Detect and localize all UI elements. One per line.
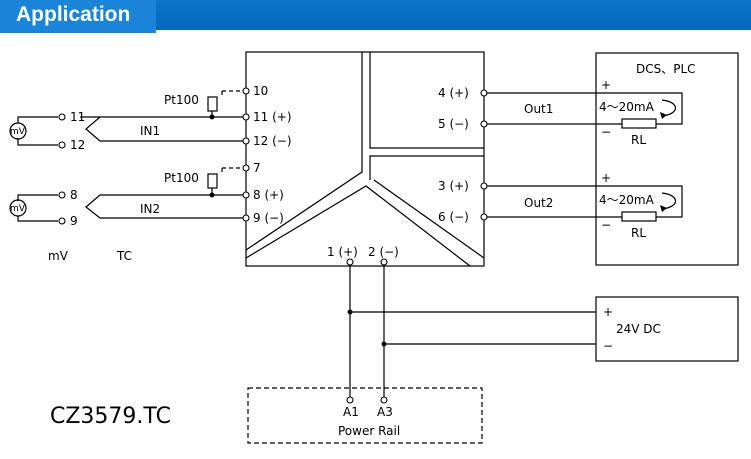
terminal-6: 6 (−) bbox=[438, 210, 469, 224]
out2-label: Out2 bbox=[524, 196, 553, 210]
supply-label: 24V DC bbox=[616, 322, 661, 336]
mv-pin-11: 11 bbox=[70, 110, 85, 124]
terminal-4: 4 (+) bbox=[438, 86, 469, 100]
mv-pin-12: 12 bbox=[70, 138, 85, 152]
current-arrow-2 bbox=[661, 192, 677, 210]
rail-pin-a3: A3 bbox=[377, 405, 393, 419]
terminal-8: 8 (+) bbox=[253, 188, 284, 202]
terminal-10: 10 bbox=[253, 84, 268, 98]
power-supply-box bbox=[595, 296, 739, 362]
header-stripe bbox=[156, 30, 751, 36]
rail-pin-a1: A1 bbox=[343, 405, 359, 419]
module-body bbox=[245, 51, 485, 267]
dcs-plc-label: DCS、PLC bbox=[636, 62, 696, 76]
terminal-7: 7 bbox=[253, 161, 261, 175]
rl-label-1: RL bbox=[631, 133, 646, 147]
model-name: CZ3579.TC bbox=[50, 404, 171, 429]
rl-label-2: RL bbox=[631, 226, 646, 240]
terminal-9: 9 (−) bbox=[253, 211, 284, 225]
out1-label: Out1 bbox=[524, 102, 553, 116]
plus-sign-1: + bbox=[601, 78, 611, 92]
plus-sign-2: + bbox=[601, 171, 611, 185]
terminal-11: 11 (+) bbox=[253, 110, 292, 124]
terminal-2: 2 (−) bbox=[368, 245, 399, 259]
mv-source-1-symbol: mV bbox=[10, 127, 26, 137]
current-label-2: 4～20mA bbox=[599, 193, 655, 207]
header-tab: Application bbox=[0, 0, 156, 36]
minus-sign-1: − bbox=[601, 125, 611, 139]
terminal-1: 1 (+) bbox=[327, 245, 358, 259]
mv-pin-8: 8 bbox=[70, 188, 78, 202]
module-inner-top-right bbox=[369, 52, 484, 149]
rtd-resistor-2 bbox=[207, 173, 218, 189]
power-rail-box bbox=[247, 387, 483, 444]
rl-resistor-1 bbox=[621, 118, 657, 129]
pt100-label-2: Pt100 bbox=[164, 171, 199, 185]
legend-mv: mV bbox=[48, 249, 69, 263]
power-rail-label: Power Rail bbox=[338, 424, 400, 438]
mv-source-1 bbox=[9, 122, 27, 140]
module-inner-mid bbox=[369, 155, 484, 180]
minus-sign-2: − bbox=[601, 218, 611, 232]
thermocouple-1 bbox=[85, 116, 150, 142]
power-minus-sign: − bbox=[603, 339, 613, 353]
dcs-plc-box bbox=[595, 52, 739, 266]
in2-label: IN2 bbox=[140, 202, 160, 216]
terminal-3: 3 (+) bbox=[438, 179, 469, 193]
module-inner-bottom-left bbox=[245, 185, 471, 267]
terminal-5: 5 (−) bbox=[438, 117, 469, 131]
power-plus-sign: + bbox=[603, 305, 613, 319]
module-inner-top-left bbox=[245, 52, 363, 251]
thermocouple-2 bbox=[85, 194, 150, 219]
header-title: Application bbox=[16, 3, 131, 26]
rl-resistor-2 bbox=[621, 211, 657, 222]
pt100-label-1: Pt100 bbox=[164, 93, 199, 107]
current-label-1: 4～20mA bbox=[599, 100, 655, 114]
rtd-resistor-1 bbox=[207, 96, 218, 112]
module-inner-bottom-right bbox=[373, 179, 485, 259]
terminal-12: 12 (−) bbox=[253, 134, 292, 148]
in1-label: IN1 bbox=[140, 124, 160, 138]
mv-pin-9: 9 bbox=[70, 214, 78, 228]
current-arrow-1 bbox=[661, 99, 677, 117]
mv-source-2 bbox=[9, 199, 27, 217]
legend-tc: TC bbox=[116, 249, 132, 263]
mv-source-2-symbol: mV bbox=[10, 204, 26, 214]
